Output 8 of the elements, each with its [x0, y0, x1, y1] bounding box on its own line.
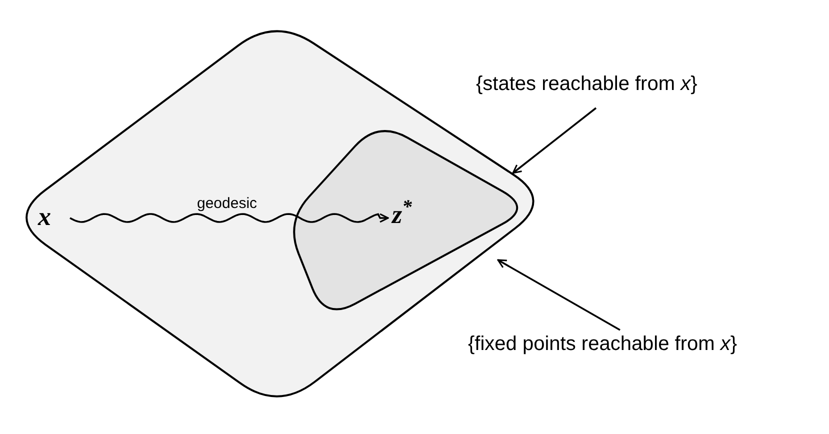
edge-label: geodesic	[196, 196, 258, 211]
leader-arrow	[512, 107, 597, 174]
set-label: {states reachable from x}	[476, 73, 698, 95]
variable-label: x	[38, 202, 51, 231]
variable-label: z$^{*}$	[392, 200, 412, 229]
wavy-arrow	[70, 213, 389, 223]
set-label: {fixed points reachable from x}	[468, 333, 738, 355]
leader-arrow	[497, 259, 620, 331]
